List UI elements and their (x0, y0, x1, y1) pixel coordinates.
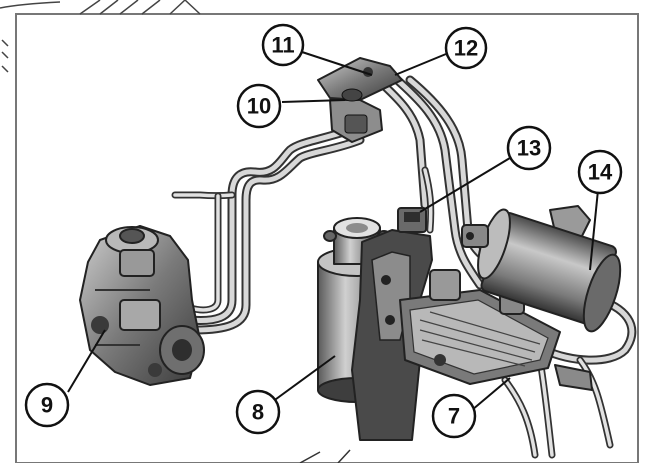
frame-border (15, 13, 639, 463)
top-edge-artifact (0, 0, 201, 73)
callout-14: 14 (577, 149, 623, 195)
callout-10: 10 (236, 83, 282, 129)
canister (461, 205, 622, 333)
high-pressure-pump (79, 225, 205, 386)
callout-12: 12 (444, 26, 488, 70)
center-bracket (351, 207, 433, 441)
callout-8: 8 (235, 389, 281, 435)
callout-14-label: 14 (588, 160, 613, 185)
callout-11-label: 11 (271, 33, 294, 58)
callout-7-label: 7 (448, 404, 460, 429)
callout-11: 11 (261, 23, 305, 67)
callout-9-label: 9 (41, 393, 53, 418)
top-mount-bracket (317, 57, 403, 143)
callout-7: 7 (431, 393, 477, 439)
callout-13: 13 (506, 125, 552, 171)
fuel-cooler (399, 269, 593, 391)
callout-8-label: 8 (252, 400, 264, 425)
bottom-edge-artifact (299, 449, 351, 463)
callout-12-label: 12 (454, 36, 478, 61)
callout-10-label: 10 (247, 94, 271, 119)
callout-9: 9 (24, 382, 70, 428)
leader-lines (67, 51, 599, 411)
callout-13-label: 13 (517, 136, 541, 161)
